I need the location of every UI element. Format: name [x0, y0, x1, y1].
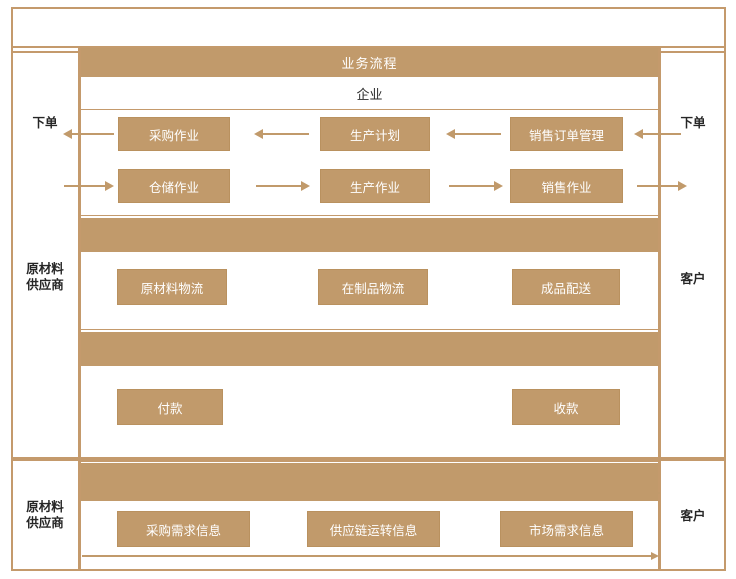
center-panel-border-bottom [80, 461, 659, 571]
right-label-customer-main: 客户 [661, 268, 725, 292]
right-column-divider-main [659, 46, 661, 459]
information-box-market-demand[interactable]: 市场需求信息 [500, 511, 633, 547]
left-label-place-order-text: 下单 [32, 116, 58, 131]
logistics-row-rule [81, 215, 658, 216]
process-box-label: 生产作业 [349, 180, 400, 195]
enterprise-row-bottom-rule [81, 109, 658, 110]
process-box-label: 采购作业 [148, 128, 199, 143]
process-box-label: 销售作业 [541, 180, 592, 195]
arrow-line-order-out-left [72, 133, 114, 135]
arrow-head-warehouse-to-production-icon [301, 181, 310, 191]
logistics-box-finished-goods[interactable]: 成品配送 [512, 269, 620, 305]
left-label-place-order: 下单 [13, 112, 77, 136]
right-label-customer-text: 客户 [680, 272, 706, 287]
arrow-head-plan-to-procurement-icon [254, 129, 263, 139]
arrow-head-order-in-right-icon [634, 129, 643, 139]
logistics-box-label: 原材料物流 [140, 281, 204, 296]
right-label-customer-bottom: 客户 [661, 505, 725, 529]
process-box-label: 销售订单管理 [528, 128, 604, 143]
arrow-line-order-in-right [643, 133, 681, 135]
right-label-customer-bottom-text: 客户 [680, 509, 706, 524]
left-column-divider-main [78, 46, 80, 459]
arrow-line-order-to-plan [455, 133, 501, 135]
logistics-box-wip[interactable]: 在制品物流 [318, 269, 428, 305]
information-box-supply-chain-operations[interactable]: 供应链运转信息 [307, 511, 440, 547]
information-box-label: 市场需求信息 [528, 523, 604, 538]
left-label-line2: 供应商 [26, 278, 64, 292]
enterprise-row: 企业 [81, 77, 658, 109]
information-box-procurement-demand[interactable]: 采购需求信息 [117, 511, 250, 547]
process-box-label: 仓储作业 [148, 180, 199, 195]
left-label-line1: 原材料 [26, 262, 64, 277]
business-process-title-band: 业务流程 [81, 48, 658, 77]
finance-row-rule [81, 329, 658, 330]
finance-box-payment[interactable]: 付款 [117, 389, 223, 425]
arrow-line-information-upstream [90, 492, 660, 494]
arrow-head-information-downstream-icon [651, 552, 659, 560]
logistics-separator-band [81, 218, 658, 252]
left-label-raw-material-supplier-bottom: 原材料 供应商 [13, 496, 77, 536]
arrow-line-supply-in-left [64, 185, 106, 187]
process-box-production[interactable]: 生产作业 [320, 169, 430, 203]
left-column-divider-bottom [78, 459, 80, 571]
arrow-head-order-to-plan-icon [446, 129, 455, 139]
left-label-raw-material-supplier-main: 原材料 供应商 [13, 258, 77, 298]
logistics-box-label: 成品配送 [540, 281, 591, 296]
information-box-label: 采购需求信息 [145, 523, 221, 538]
process-box-sales[interactable]: 销售作业 [510, 169, 623, 203]
process-box-label: 生产计划 [349, 128, 400, 143]
arrow-head-sales-out-right-icon [678, 181, 687, 191]
enterprise-label: 企业 [356, 86, 383, 102]
arrow-head-supply-in-left-icon [105, 181, 114, 191]
arrow-line-plan-to-procurement [263, 133, 309, 135]
arrow-line-production-to-sales [449, 185, 495, 187]
right-column-divider-bottom [659, 459, 661, 571]
arrow-line-warehouse-to-production [256, 185, 302, 187]
process-box-warehousing[interactable]: 仓储作业 [118, 169, 230, 203]
right-label-place-order-text: 下单 [680, 116, 706, 131]
arrow-head-order-out-left-icon [63, 129, 72, 139]
arrow-line-information-downstream [82, 555, 652, 557]
information-separator-band [81, 463, 658, 501]
finance-box-label: 付款 [157, 401, 183, 416]
left-label-line2: 供应商 [26, 516, 64, 530]
finance-box-receipt[interactable]: 收款 [512, 389, 620, 425]
business-process-title: 业务流程 [341, 56, 398, 71]
finance-box-label: 收款 [553, 401, 579, 416]
information-box-label: 供应链运转信息 [329, 523, 418, 538]
process-box-procurement[interactable]: 采购作业 [118, 117, 230, 151]
process-box-sales-order-management[interactable]: 销售订单管理 [510, 117, 623, 151]
process-box-production-plan[interactable]: 生产计划 [320, 117, 430, 151]
arrow-head-information-upstream-icon [82, 489, 90, 497]
finance-separator-band [81, 332, 658, 366]
logistics-box-raw-material[interactable]: 原材料物流 [117, 269, 227, 305]
arrow-line-sales-out-right [637, 185, 679, 187]
logistics-box-label: 在制品物流 [341, 281, 405, 296]
right-label-place-order: 下单 [661, 112, 725, 136]
arrow-head-production-to-sales-icon [494, 181, 503, 191]
left-label-line1: 原材料 [26, 500, 64, 515]
